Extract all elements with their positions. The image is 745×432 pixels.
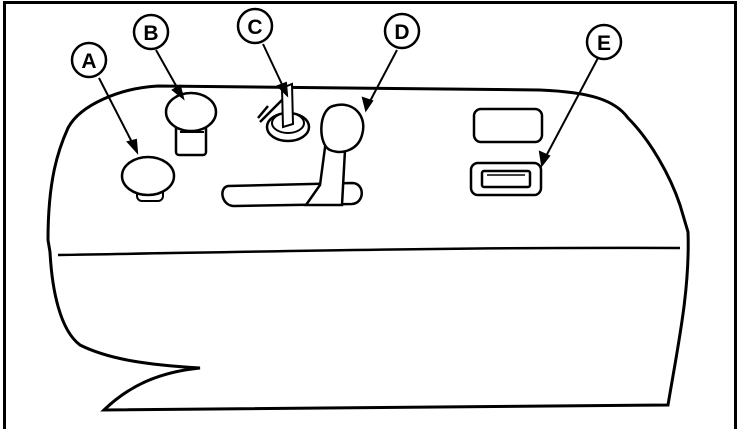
callout-d-label: D [394,21,409,44]
callout-e-label: E [597,32,611,55]
callout-b-label: B [143,22,158,45]
callout-d: D [385,14,419,48]
switch-e [471,163,541,195]
callout-b: B [134,15,168,49]
callout-c-label: C [247,16,262,39]
callout-a-label: A [81,50,96,73]
callout-e: E [587,25,621,59]
indicator-upper [474,109,542,142]
callout-a: A [72,43,106,77]
callout-c: C [238,9,272,43]
